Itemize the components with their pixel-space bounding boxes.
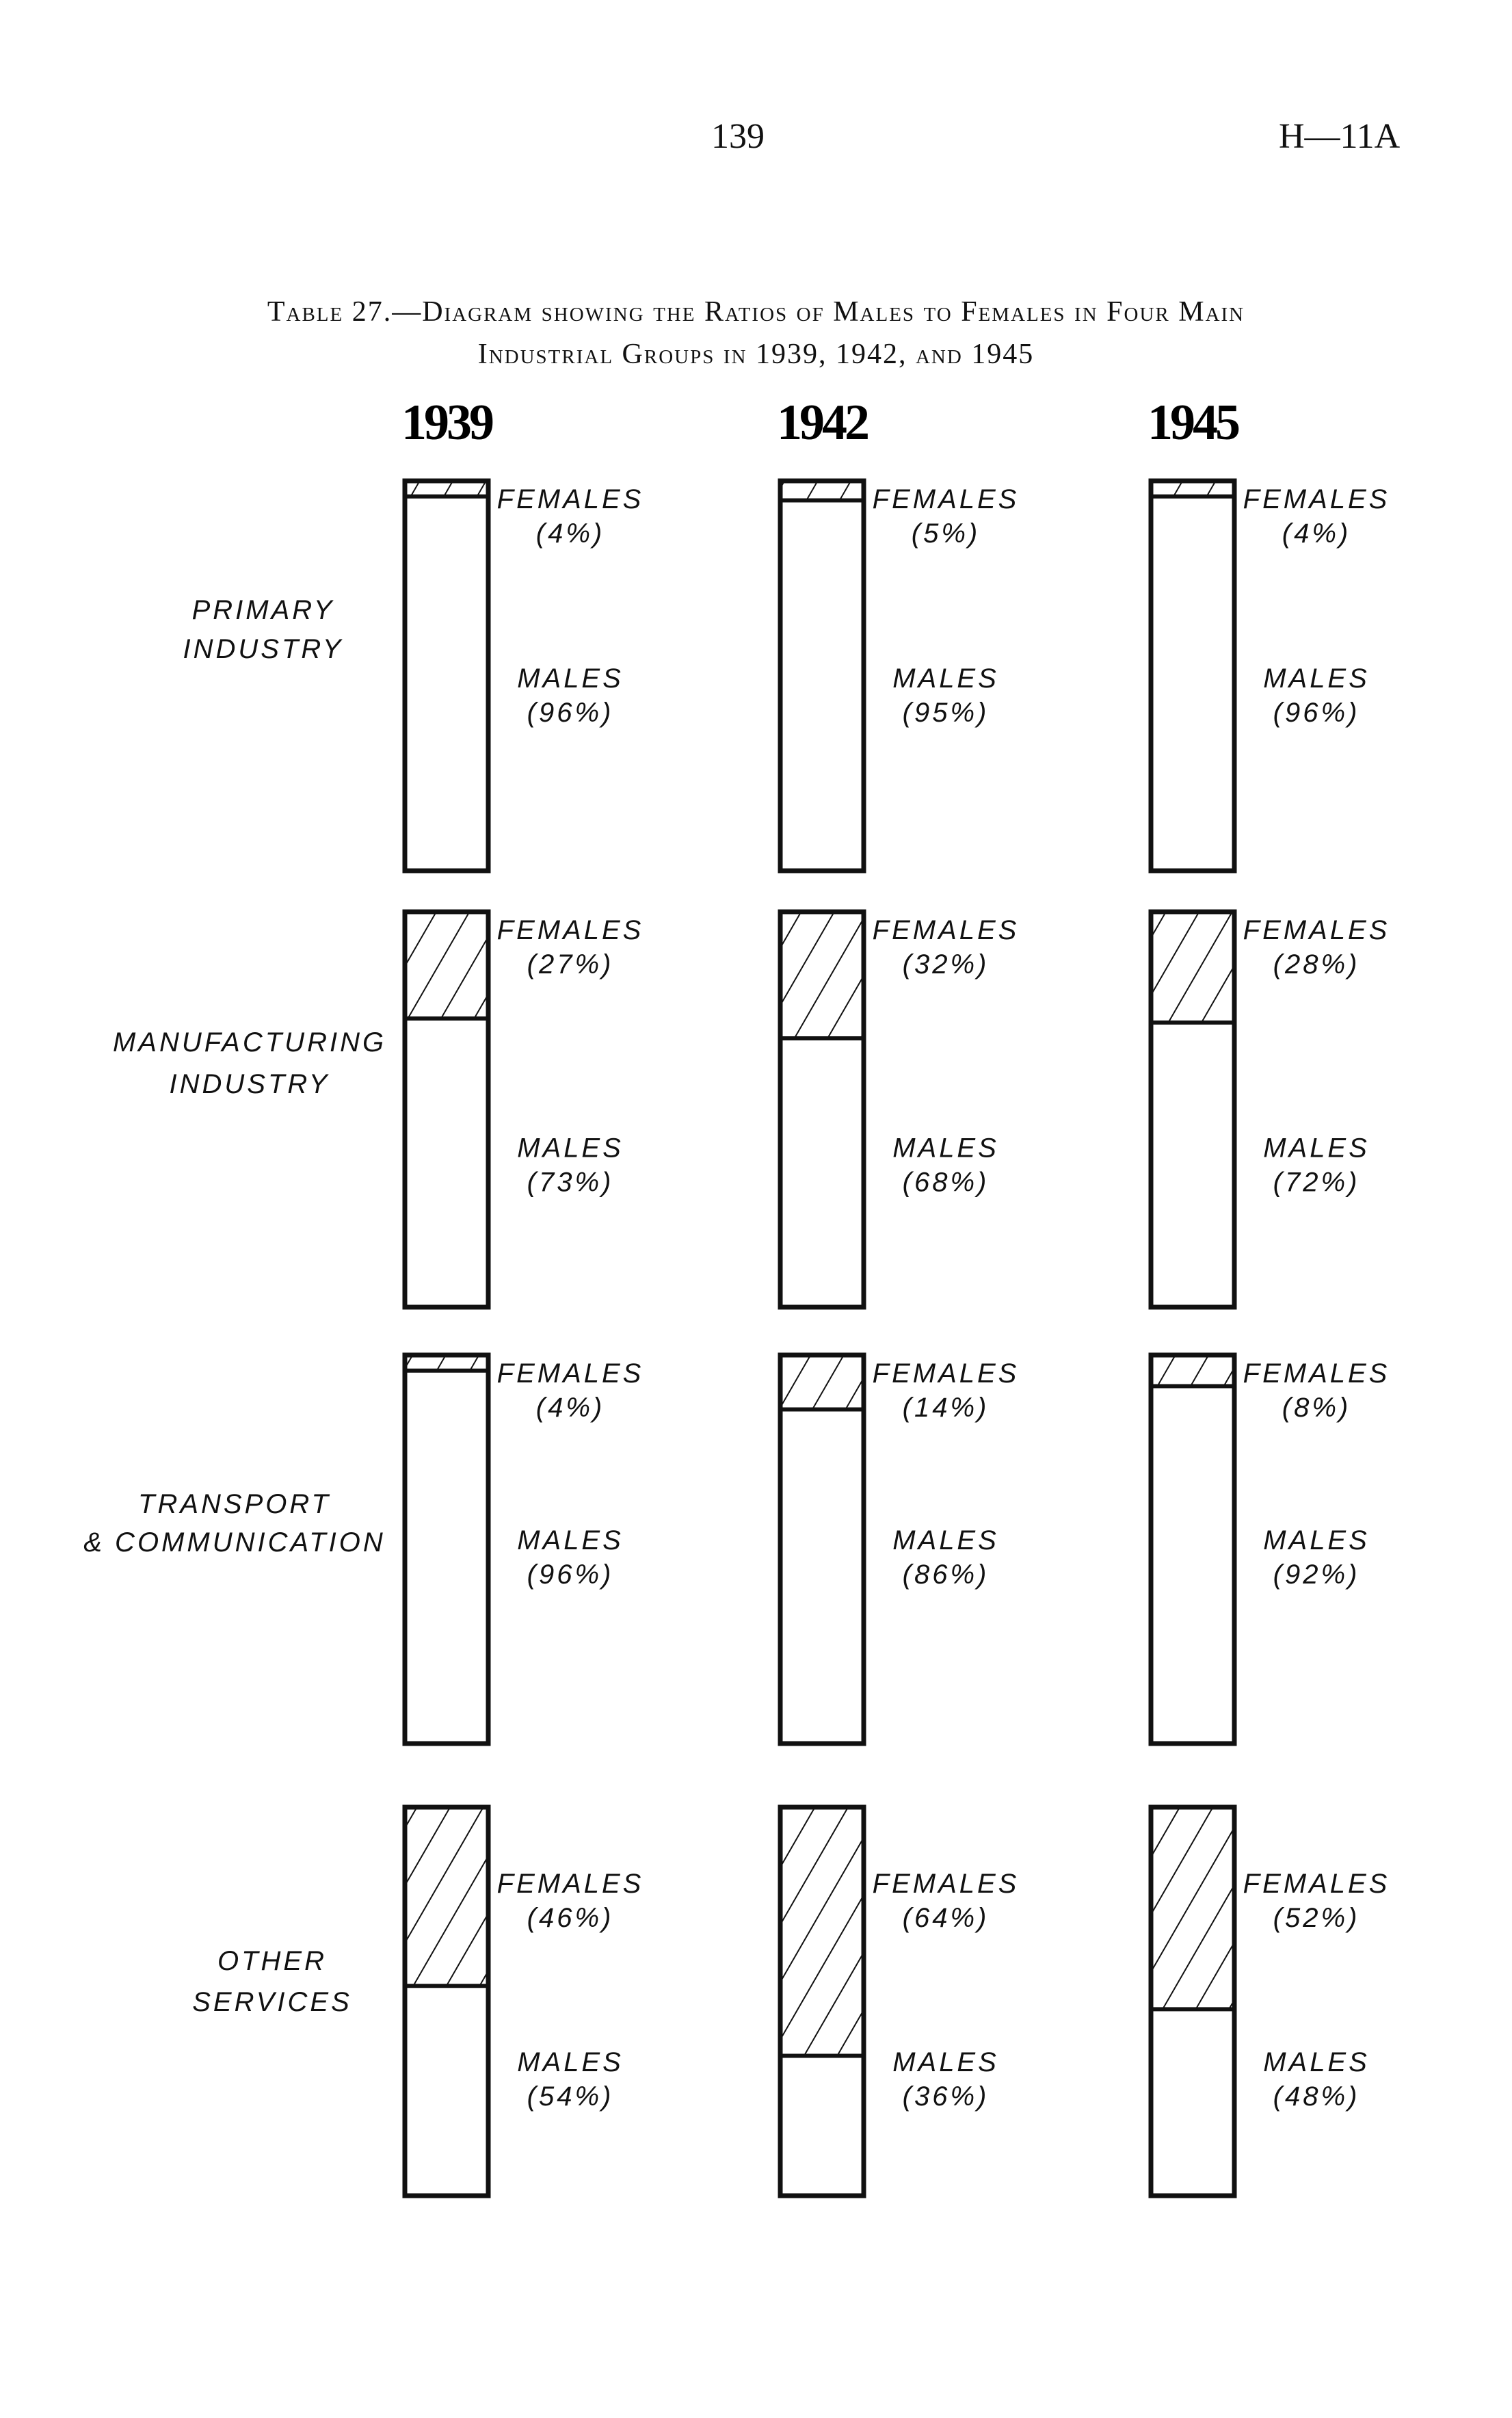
males-segment bbox=[780, 1038, 864, 1307]
bar-outline bbox=[402, 478, 491, 873]
females-segment bbox=[1151, 481, 1234, 497]
group-label: TRANSPORT bbox=[138, 1489, 331, 1519]
males-segment bbox=[780, 2055, 864, 2196]
bar-outline bbox=[778, 478, 866, 873]
males-label: MALES bbox=[892, 663, 999, 694]
females-percent: (14%) bbox=[903, 1393, 990, 1423]
males-segment bbox=[405, 1986, 488, 2196]
group-label: INDUSTRY bbox=[183, 634, 344, 664]
males-percent: (73%) bbox=[527, 1167, 614, 1197]
bar-outline bbox=[778, 1352, 866, 1746]
page-number: 139 bbox=[711, 117, 765, 156]
females-percent: (5%) bbox=[912, 518, 980, 549]
females-percent: (64%) bbox=[903, 1903, 990, 1933]
males-percent: (86%) bbox=[903, 1560, 990, 1590]
females-segment bbox=[405, 481, 488, 497]
males-segment bbox=[1151, 2009, 1234, 2196]
females-segment bbox=[780, 912, 864, 1038]
bar-outline bbox=[1148, 478, 1237, 873]
males-percent: (95%) bbox=[903, 698, 990, 728]
males-label: MALES bbox=[892, 1133, 999, 1163]
females-percent: (4%) bbox=[536, 518, 605, 549]
females-label: FEMALES bbox=[497, 915, 644, 945]
males-segment bbox=[405, 1019, 488, 1307]
females-segment bbox=[780, 1355, 864, 1410]
females-segment bbox=[1151, 1355, 1234, 1387]
females-percent: (8%) bbox=[1282, 1393, 1351, 1423]
males-label: MALES bbox=[517, 663, 624, 694]
females-label: FEMALES bbox=[873, 1358, 1020, 1389]
bar-outline bbox=[778, 1804, 866, 2198]
bar-outline bbox=[1148, 909, 1237, 1310]
males-percent: (68%) bbox=[903, 1167, 990, 1197]
males-label: MALES bbox=[892, 1525, 999, 1555]
males-label: MALES bbox=[517, 2047, 624, 2077]
group-label: MANUFACTURING bbox=[113, 1027, 386, 1057]
bar-outline bbox=[778, 909, 866, 1310]
bar-outline bbox=[402, 1804, 491, 2198]
group-label: & COMMUNICATION bbox=[83, 1527, 385, 1558]
females-label: FEMALES bbox=[873, 1869, 1020, 1899]
males-label: MALES bbox=[517, 1133, 624, 1163]
table-title-line-2: Industrial Groups in 1939, 1942, and 194… bbox=[477, 339, 1035, 370]
females-percent: (4%) bbox=[1282, 518, 1351, 549]
males-percent: (54%) bbox=[527, 2081, 614, 2112]
bar-outline bbox=[402, 1352, 491, 1746]
males-segment bbox=[1151, 1022, 1234, 1307]
group-label: OTHER bbox=[217, 1946, 327, 1976]
females-label: FEMALES bbox=[497, 484, 644, 514]
males-percent: (96%) bbox=[1273, 698, 1360, 728]
females-segment bbox=[405, 912, 488, 1019]
bar-outline bbox=[1148, 1804, 1237, 2198]
females-percent: (27%) bbox=[527, 949, 614, 980]
males-percent: (72%) bbox=[1273, 1167, 1360, 1197]
bar-outline bbox=[402, 909, 491, 1310]
males-segment bbox=[1151, 1386, 1234, 1744]
males-segment bbox=[405, 1370, 488, 1744]
year-heading: 1939 bbox=[401, 395, 493, 451]
males-segment bbox=[1151, 496, 1234, 871]
males-percent: (92%) bbox=[1273, 1560, 1360, 1590]
group-label: INDUSTRY bbox=[170, 1069, 330, 1099]
females-label: FEMALES bbox=[873, 915, 1020, 945]
males-label: MALES bbox=[517, 1525, 624, 1555]
males-label: MALES bbox=[1263, 1525, 1370, 1555]
females-label: FEMALES bbox=[497, 1869, 644, 1899]
table-title-line-1: Table 27.—Diagram showing the Ratios of … bbox=[267, 296, 1245, 328]
females-percent: (46%) bbox=[527, 1903, 614, 1933]
males-segment bbox=[405, 496, 488, 871]
males-segment bbox=[780, 1409, 864, 1744]
females-label: FEMALES bbox=[1243, 1358, 1390, 1389]
males-percent: (96%) bbox=[527, 1560, 614, 1590]
males-percent: (96%) bbox=[527, 698, 614, 728]
females-label: FEMALES bbox=[497, 1358, 644, 1389]
females-segment bbox=[405, 1355, 488, 1371]
males-label: MALES bbox=[892, 2047, 999, 2077]
females-label: FEMALES bbox=[1243, 915, 1390, 945]
males-label: MALES bbox=[1263, 1133, 1370, 1163]
males-percent: (48%) bbox=[1273, 2081, 1360, 2112]
year-heading: 1942 bbox=[777, 395, 868, 451]
document-reference: H—11A bbox=[1279, 117, 1401, 156]
females-percent: (4%) bbox=[536, 1393, 605, 1423]
males-percent: (36%) bbox=[903, 2081, 990, 2112]
bar-outline bbox=[1148, 1352, 1237, 1746]
females-segment bbox=[780, 481, 864, 501]
females-percent: (32%) bbox=[903, 949, 990, 980]
group-label: SERVICES bbox=[192, 1987, 352, 2017]
females-percent: (28%) bbox=[1273, 949, 1360, 980]
females-segment bbox=[780, 1807, 864, 2056]
females-percent: (52%) bbox=[1273, 1903, 1360, 1933]
group-label: PRIMARY bbox=[192, 595, 335, 625]
females-segment bbox=[1151, 912, 1234, 1023]
females-label: FEMALES bbox=[1243, 1869, 1390, 1899]
females-segment bbox=[405, 1807, 488, 1986]
females-label: FEMALES bbox=[1243, 484, 1390, 514]
year-heading: 1945 bbox=[1148, 395, 1239, 451]
males-label: MALES bbox=[1263, 663, 1370, 694]
females-label: FEMALES bbox=[873, 484, 1020, 514]
males-label: MALES bbox=[1263, 2047, 1370, 2077]
females-segment bbox=[1151, 1807, 1234, 2010]
males-segment bbox=[780, 500, 864, 871]
